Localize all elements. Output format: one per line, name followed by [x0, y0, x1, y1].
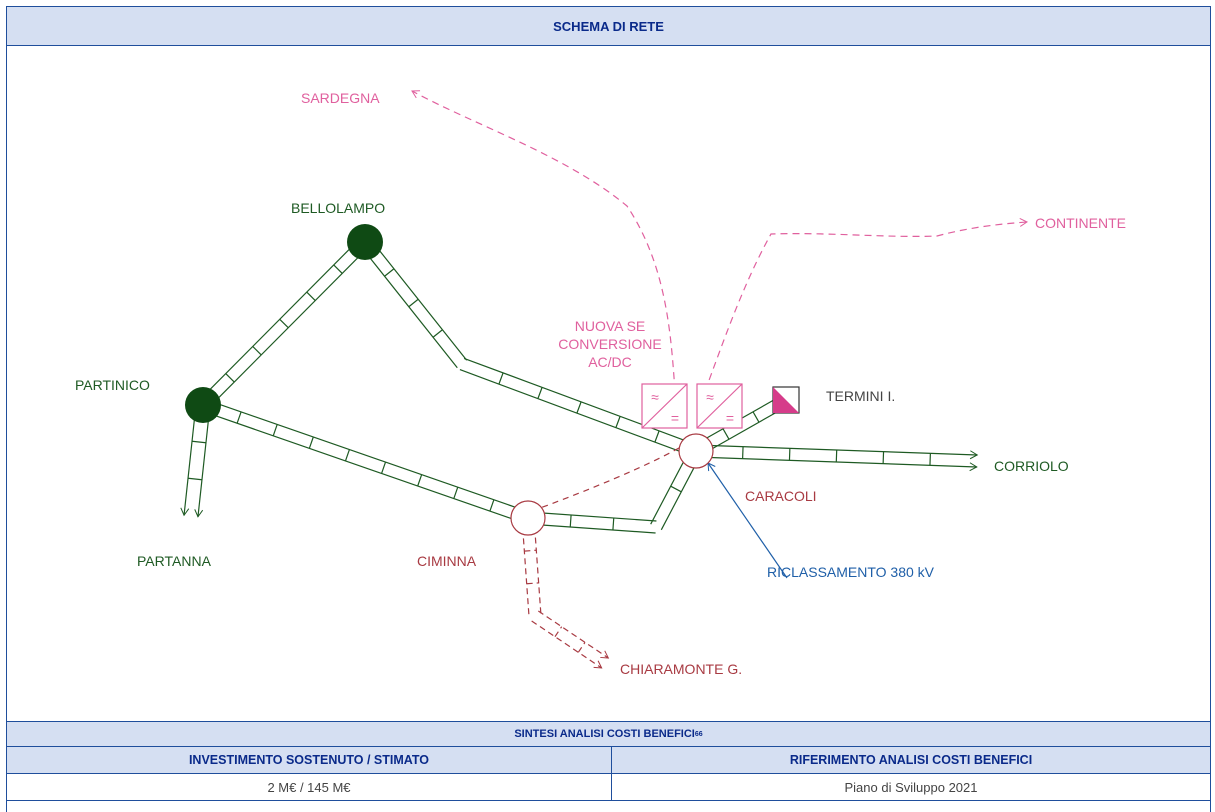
svg-text:≈: ≈: [651, 389, 659, 405]
svg-text:≈: ≈: [706, 389, 714, 405]
line-ciminna-chiaramonte: [521, 517, 610, 669]
label-bellolampo: BELLOLAMPO: [291, 200, 385, 216]
label-termini: TERMINI I.: [826, 388, 895, 404]
node-partinico: [185, 387, 221, 423]
table-header-riferimento: RIFERIMENTO ANALISI COSTI BENEFICI: [789, 753, 1033, 767]
line-ciminna-caracoli: [527, 447, 702, 534]
label-chiaramonte: CHIARAMONTE G.: [620, 661, 742, 677]
line-partinico-ciminna: [200, 398, 531, 525]
table-header-investimento: INVESTIMENTO SOSTENUTO / STIMATO: [7, 747, 612, 773]
hvdc-link-sardegna: [411, 90, 676, 392]
node-bellolampo: [347, 224, 383, 260]
label-ciminna: CIMINNA: [417, 553, 477, 569]
label-partinico: PARTINICO: [75, 377, 150, 393]
label-caracoli: CARACOLI: [745, 488, 817, 504]
label-nuova-se-2: CONVERSIONE: [558, 336, 661, 352]
label-riclassamento: RICLASSAMENTO 380 kV: [767, 564, 935, 580]
converter-station-1: ≈ =: [641, 383, 688, 429]
label-nuova-se-3: AC/DC: [588, 354, 632, 370]
existing-lines-layer: [180, 237, 979, 534]
planned-lines-layer: [521, 517, 610, 669]
table-header-row: INVESTIMENTO SOSTENUTO / STIMATO RIFERIM…: [7, 747, 1210, 774]
line-partinico-bellolampo: [198, 237, 370, 410]
label-corriolo: CORRIOLO: [994, 458, 1069, 474]
label-partanna: PARTANNA: [137, 553, 212, 569]
svg-text:=: =: [726, 410, 734, 426]
link-ciminna-caracoli-dashed: [531, 447, 680, 512]
label-nuova-se-1: NUOVA SE: [575, 318, 646, 334]
node-caracoli: [678, 433, 714, 469]
table-row: 2 M€ / 145 M€ Piano di Sviluppo 2021: [7, 774, 1210, 801]
node-ciminna: [510, 500, 546, 536]
label-continente: CONTINENTE: [1035, 215, 1126, 231]
sintesi-footnote: 66: [694, 730, 703, 738]
termini-plant-symbol: [772, 386, 800, 414]
sintesi-title: SINTESI ANALISI COSTI BENEFICI: [514, 728, 695, 740]
section-header-schema: SCHEMA DI RETE: [7, 7, 1210, 46]
line-partinico-partanna: [180, 404, 211, 518]
line-caracoli-corriolo: [695, 444, 979, 472]
hvdc-link-continente: [704, 218, 1029, 392]
converter-station-2: ≈ =: [696, 383, 743, 429]
page-frame: SCHEMA DI RETE: [6, 6, 1211, 812]
line-bellolampo-caracoli: [359, 237, 699, 458]
svg-text:=: =: [671, 410, 679, 426]
network-diagram: ≈ = ≈ = SARDEGNA CONTINENTE BELLOLAMPO P…: [7, 46, 1210, 721]
table-cell-investimento: 2 M€ / 145 M€: [7, 774, 612, 800]
riclassamento-pointer: [707, 462, 788, 579]
table-cell-riferimento: Piano di Sviluppo 2021: [844, 779, 978, 795]
label-sardegna: SARDEGNA: [301, 90, 380, 106]
